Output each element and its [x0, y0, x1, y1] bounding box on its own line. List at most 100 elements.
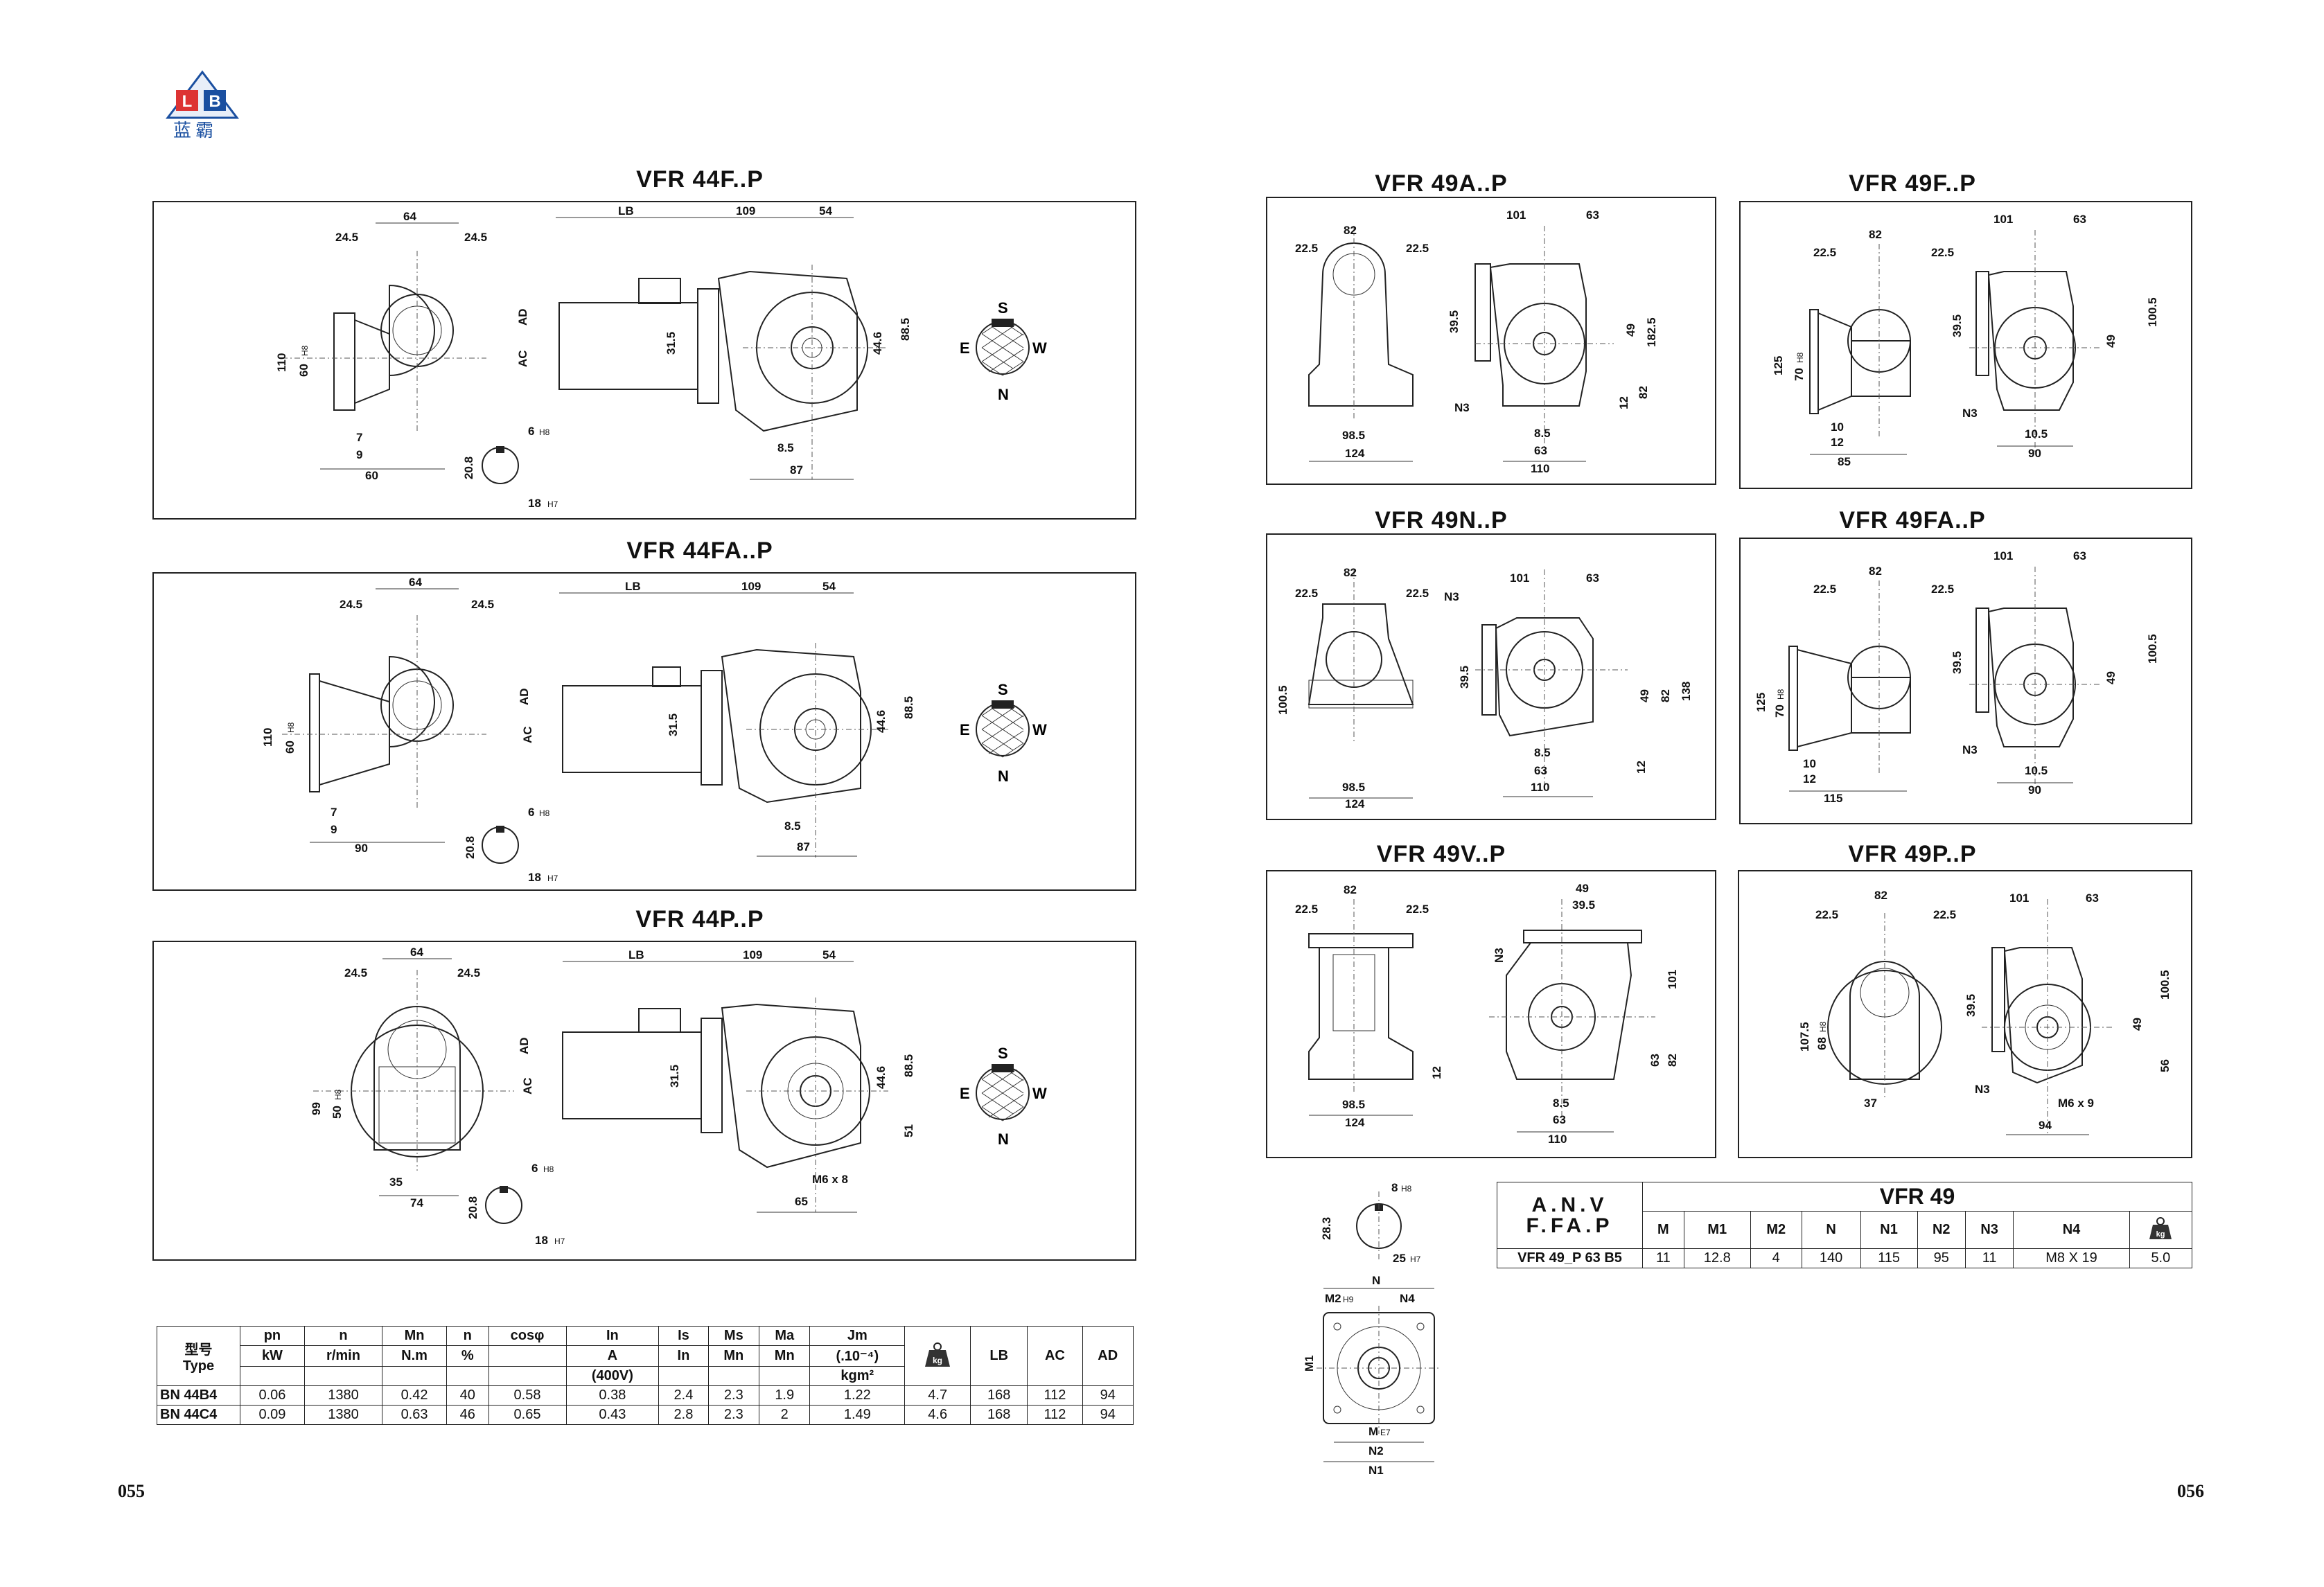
col-weight: kg [904, 1326, 971, 1386]
drawing-vfr49fa: 82 22.5 22.5 125 70 H8 10 12 115 101 63 … [1754, 549, 2159, 805]
dim-10-5: 10.5 [2025, 427, 2048, 441]
dim-h8: H8 [1401, 1184, 1412, 1194]
dim-63: 63 [2073, 213, 2086, 226]
dim-8-5: 8.5 [1534, 746, 1551, 759]
dim-m2: M2 [1325, 1292, 1341, 1305]
dim-88-5: 88.5 [902, 696, 915, 719]
dim-24-5-right: 24.5 [471, 598, 494, 611]
unit-jm-scale: (.10⁻⁴) [809, 1345, 906, 1367]
dim-70-h8: 70 [1773, 704, 1786, 718]
dim-24-5-left: 24.5 [335, 231, 358, 244]
dim-8-5: 8.5 [784, 819, 801, 833]
dim-39-5: 39.5 [1458, 666, 1471, 689]
compass-n: N [998, 768, 1009, 785]
dim-64: 64 [410, 946, 423, 959]
dim-125: 125 [1754, 693, 1768, 712]
unit-is-in: In [658, 1345, 709, 1367]
col-ms: Ms [707, 1326, 760, 1346]
dim-39-5: 39.5 [1572, 898, 1595, 912]
page-number-right: 056 [2177, 1481, 2204, 1501]
dim-10: 10 [1831, 420, 1844, 434]
dim-82: 82 [1869, 228, 1882, 241]
dim-h8-shaft: H8 [543, 1164, 554, 1174]
dim-7: 7 [331, 806, 337, 819]
dim-20-8: 20.8 [466, 1196, 479, 1219]
col-ma: Ma [759, 1326, 811, 1346]
dim-124: 124 [1345, 797, 1365, 810]
dim-100-5: 100.5 [2146, 297, 2159, 327]
col-ac: AC [1027, 1326, 1083, 1386]
section-title-vfr44p: VFR 44P..P [635, 906, 764, 932]
dim-54: 54 [819, 204, 832, 218]
type-label-cn: 型号 [184, 1342, 213, 1358]
dim-h7: H7 [554, 1236, 565, 1246]
compass-e: E [960, 721, 970, 738]
dim-60-h8: 60 [283, 741, 297, 754]
dim-100-5: 100.5 [2146, 634, 2159, 664]
drawing-vfr49n: 82 22.5 22.5 100.5 98.5 124 N3 101 63 39… [1276, 566, 1693, 810]
group-label-ffap: F.FA.P [1526, 1214, 1614, 1237]
dim-70-h8: 70 [1793, 368, 1806, 381]
drawing-frame-vfr49p: 82 22.5 22.5 107.5 68 H8 37 101 63 39.5 … [1738, 870, 2192, 1158]
dim-22-5-right: 22.5 [1931, 583, 1954, 596]
section-title-vfr44fa: VFR 44FA..P [626, 538, 773, 564]
dim-m6x9: M6 x 9 [2058, 1097, 2094, 1110]
unit-kgm2: kgm² [809, 1366, 906, 1386]
dim-7: 7 [356, 431, 362, 444]
dim-115: 115 [1824, 792, 1842, 805]
dim-ac: AC [521, 726, 534, 743]
group-label-anv: A.N.V [1531, 1193, 1608, 1216]
dim-138: 138 [1680, 682, 1693, 701]
dim-25: 25 [1393, 1252, 1406, 1265]
dim-n4: N4 [1400, 1292, 1415, 1305]
col-n: N [1801, 1211, 1861, 1249]
dim-98-5: 98.5 [1342, 1098, 1365, 1111]
dim-22-5-left: 22.5 [1295, 903, 1318, 916]
dim-68-h8: 68 [1815, 1037, 1829, 1050]
dim-ac: AC [521, 1077, 534, 1094]
drawing-vfr44fa: 64 24.5 24.5 110 60 H8 7 9 90 20.8 6 H8 … [261, 576, 1047, 884]
dim-63: 63 [1586, 209, 1599, 222]
unit-rmin: r/min [303, 1345, 383, 1367]
compass-w: W [1032, 1085, 1047, 1102]
dim-63: 63 [2073, 549, 2086, 562]
col-weight: kg [2129, 1211, 2193, 1249]
dim-82: 82 [1344, 566, 1357, 579]
drawing-frame-vfr49f: 82 22.5 22.5 125 70 H8 10 12 85 101 63 3… [1739, 201, 2192, 489]
compass-w: W [1032, 339, 1047, 357]
drawing-vfr49f: 82 22.5 22.5 125 70 H8 10 12 85 101 63 3… [1772, 213, 2159, 468]
type-label-en: Type [182, 1358, 215, 1374]
dim-82: 82 [1659, 689, 1672, 702]
unit-a: A [565, 1345, 660, 1367]
dim-h8: H8 [1795, 352, 1805, 363]
dim-87: 87 [790, 463, 803, 477]
type-header: 型号 Type [157, 1326, 240, 1386]
col-n4: N4 [2013, 1211, 2130, 1249]
compass-n: N [998, 386, 1009, 403]
dim-n3: N3 [1493, 948, 1506, 963]
dim-56: 56 [2158, 1059, 2172, 1072]
dim-22-5-left: 22.5 [1815, 908, 1838, 921]
dim-h8: H8 [300, 345, 310, 356]
dim-h7: H7 [1410, 1254, 1421, 1264]
unit-400v: (400V) [565, 1366, 660, 1386]
dim-63: 63 [1534, 444, 1547, 457]
table-row: VFR 49_P 63 B5 11 12.8 4 140 115 95 11 M… [1497, 1248, 2193, 1268]
dim-8-5: 8.5 [1534, 427, 1551, 440]
dim-h8: H8 [1818, 1021, 1828, 1032]
dim-lb: LB [628, 948, 644, 961]
dim-49: 49 [1624, 323, 1637, 337]
dim-44-6: 44.6 [871, 332, 884, 355]
table-title-row: A.N.V F.FA.P VFR 49 [1497, 1182, 2192, 1249]
section-title-vfr49fa: VFR 49FA..P [1839, 507, 1986, 533]
unit-pct: % [446, 1345, 489, 1367]
dim-101: 101 [2009, 892, 2029, 905]
dim-h7: H7 [547, 499, 558, 509]
dim-9: 9 [356, 448, 362, 461]
compass-s: S [998, 1045, 1008, 1062]
col-m: M [1642, 1211, 1684, 1249]
dim-49: 49 [2131, 1018, 2144, 1031]
compass-n: N [998, 1131, 1009, 1148]
dim-24-5-right: 24.5 [457, 966, 480, 979]
col-jm: Jm [809, 1326, 906, 1346]
